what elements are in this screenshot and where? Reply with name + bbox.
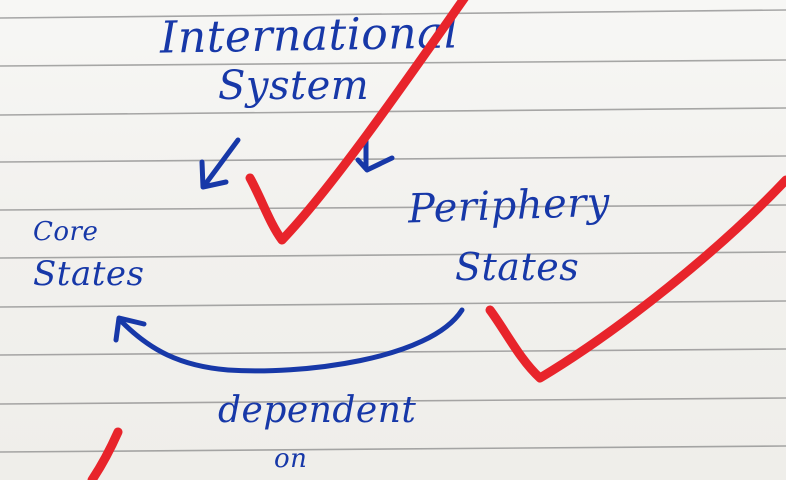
rule-line bbox=[0, 59, 786, 67]
check-mark-icon bbox=[485, 175, 786, 383]
check-mark-partial-icon bbox=[87, 427, 123, 480]
curved-arrow-icon bbox=[119, 307, 465, 374]
check-mark-icon bbox=[245, 0, 469, 245]
label-dependent: dependent bbox=[218, 390, 417, 431]
rule-line bbox=[0, 107, 786, 116]
arrow-to-core-icon bbox=[201, 137, 241, 189]
rule-line bbox=[0, 204, 786, 211]
curved-arrowhead-icon bbox=[113, 315, 147, 343]
rule-line bbox=[0, 9, 786, 19]
arrowhead-core-icon bbox=[199, 159, 229, 190]
arrowhead-periphery-icon bbox=[355, 155, 395, 173]
label-core: Core bbox=[33, 217, 99, 247]
label-periphery-states: States bbox=[455, 245, 580, 289]
rule-line bbox=[0, 251, 786, 259]
rule-line bbox=[0, 397, 786, 405]
label-on: on bbox=[274, 444, 308, 474]
rule-line bbox=[0, 445, 786, 453]
label-core-states: States bbox=[33, 254, 145, 294]
heading-system: System bbox=[218, 63, 370, 109]
